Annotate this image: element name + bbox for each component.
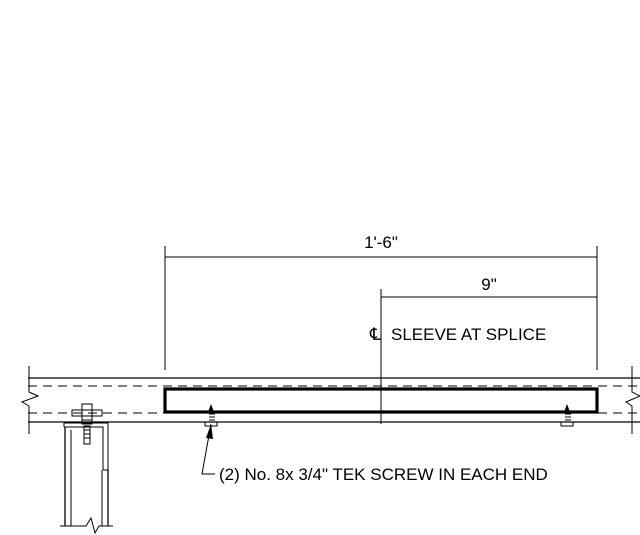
screw-note-text: (2) No. 8x 3/4" TEK SCREW IN EACH END xyxy=(219,465,548,484)
screw-leader-arrowhead xyxy=(206,424,213,439)
overall-dimension: 1'-6" xyxy=(164,233,598,370)
bracket-outer xyxy=(64,422,109,470)
bolt-nut xyxy=(81,403,93,425)
tek-screw-right xyxy=(560,404,574,427)
overall-dim-text: 1'-6" xyxy=(364,233,398,252)
half-dimension: 9" xyxy=(380,275,597,424)
splice-sleeve xyxy=(163,387,599,414)
left-break-line xyxy=(20,366,40,434)
screw-leader-line xyxy=(201,423,215,475)
bolt-shank xyxy=(83,425,91,445)
screw-callout: (2) No. 8x 3/4" TEK SCREW IN EACH END xyxy=(201,423,548,484)
support-post xyxy=(60,403,113,535)
screw-right-head xyxy=(560,421,574,427)
sleeve-at-splice-text: SLEEVE AT SPLICE xyxy=(391,325,546,344)
screw-right-tip xyxy=(564,404,570,412)
half-dim-text: 9" xyxy=(481,275,497,294)
bracket-inner xyxy=(64,426,104,470)
screw-left-tip xyxy=(208,404,214,412)
rail-member xyxy=(20,366,640,434)
post-break-line xyxy=(60,516,113,535)
tek-screw-left xyxy=(204,404,218,427)
centerline-label: ℄ SLEEVE AT SPLICE xyxy=(369,325,546,344)
centerline-symbol: ℄ xyxy=(369,325,381,344)
right-break-line xyxy=(624,366,640,434)
